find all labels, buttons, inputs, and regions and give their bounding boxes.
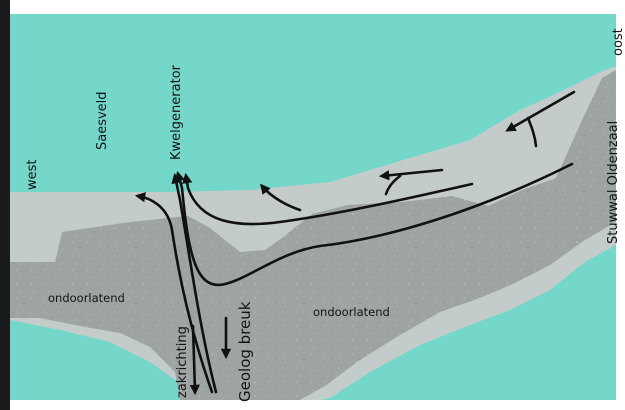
label-west: west bbox=[25, 159, 40, 190]
label-stuwwal-oldenzaal: Stuwwal Oldenzaal bbox=[606, 121, 621, 244]
label-oost: oost bbox=[611, 28, 625, 56]
label-kwelgenerator: Kwelgenerator bbox=[169, 64, 184, 160]
label-geolog-breuk: Geolog breuk bbox=[236, 301, 254, 402]
label-saesveld: Saesveld bbox=[95, 91, 110, 150]
label-ondoorlatend-center: ondoorlatend bbox=[313, 305, 390, 319]
label-ondoorlatend-left: ondoorlatend bbox=[48, 291, 125, 305]
label-zakrichting: zakrichting bbox=[175, 326, 190, 398]
frame-dark-edge bbox=[0, 0, 10, 410]
